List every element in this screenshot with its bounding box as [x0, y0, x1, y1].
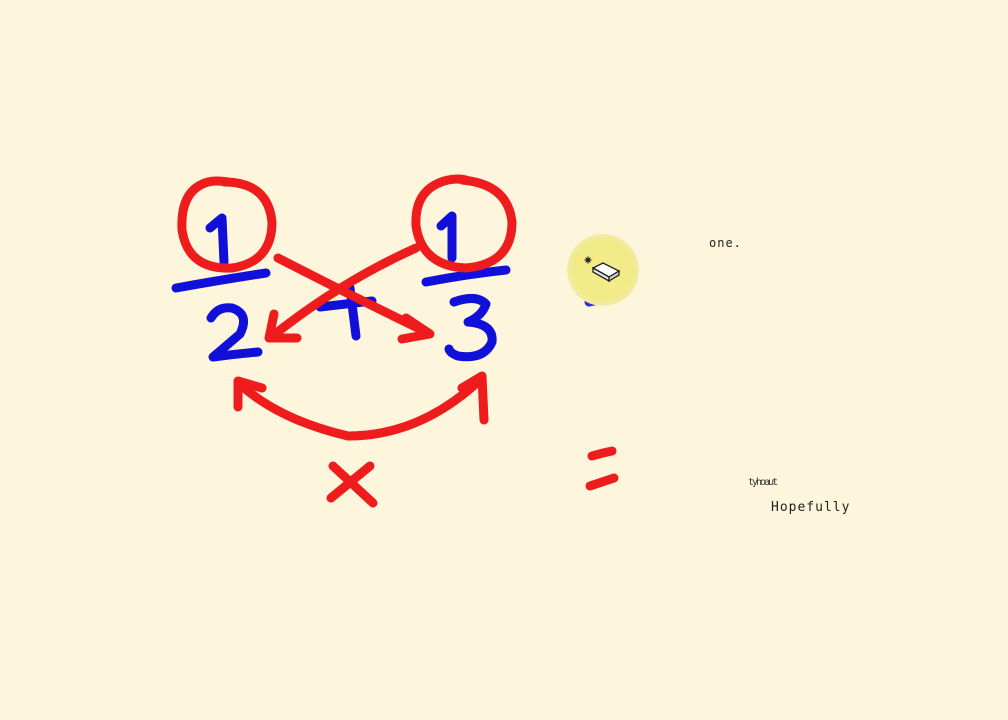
eraser-icon	[584, 256, 621, 283]
arrow-right-numerator-to-left-denominator	[265, 243, 421, 343]
equals-top-stroke	[587, 446, 617, 461]
equals-bottom-stroke	[585, 473, 619, 491]
caption-hopefully: Hopefully	[771, 500, 851, 515]
left-fraction-bar	[171, 268, 271, 293]
right-fraction	[421, 211, 511, 362]
multiply-symbol	[326, 461, 378, 508]
caption-garbled: tyhoaut	[748, 477, 778, 488]
left-denominator-digit-two	[206, 303, 263, 362]
bottom-arrowhead-left	[233, 376, 267, 412]
right-fraction-bar	[421, 265, 511, 287]
equals-sign	[585, 446, 619, 491]
multiply-stroke-2	[326, 461, 375, 503]
right-numerator-circle	[411, 174, 517, 273]
left-numerator-digit-one	[205, 213, 229, 267]
numerator-circles	[177, 174, 517, 273]
bottom-curve	[237, 375, 485, 441]
denominator-multiply-arrow	[233, 371, 489, 441]
eraser-cursor[interactable]	[567, 234, 639, 306]
bottom-arrowhead-right	[457, 371, 489, 425]
cross-multiplication-arrows	[264, 243, 435, 344]
right-numerator-digit-one	[436, 211, 457, 263]
arrowhead-right-denominator	[397, 313, 435, 344]
caption-one: one.	[709, 236, 742, 250]
left-numerator-circle	[177, 176, 277, 273]
arrowhead-left-denominator	[264, 309, 302, 343]
left-fraction	[171, 213, 271, 362]
right-denominator-digit-three	[444, 294, 497, 362]
